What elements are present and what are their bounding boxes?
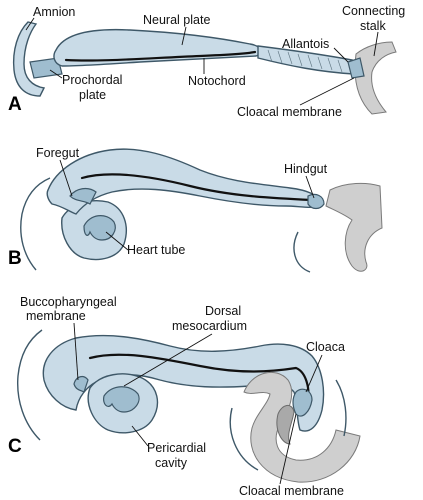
hindgut-b: [307, 193, 325, 210]
embryo-body-b: [46, 148, 323, 215]
heart-tube-c: [103, 386, 140, 413]
label-prochordal-plate-1: Prochordal: [62, 73, 122, 87]
amnion-left-c: [17, 329, 43, 441]
label-buccopharyngeal-1: Buccopharyngeal: [20, 295, 117, 309]
label-heart-tube: Heart tube: [127, 243, 185, 257]
label-notochord: Notochord: [188, 74, 246, 88]
amnion-bottom-c: [229, 407, 259, 471]
label-cloacal-membrane-a: Cloacal membrane: [237, 105, 342, 119]
buccopharyngeal-membrane-c: [73, 375, 89, 393]
label-connecting-stalk-2: stalk: [360, 19, 386, 33]
panel-a: A Amnion Neural plate Connecting stalk A…: [8, 4, 405, 119]
label-neural-plate: Neural plate: [143, 13, 210, 27]
panel-c: C Buccopharyngeal membrane Dorsal mesoca…: [8, 295, 361, 498]
label-dorsal-mesocardium-2: mesocardium: [172, 319, 247, 333]
notochord-c: [88, 353, 310, 404]
label-cloaca: Cloaca: [306, 340, 345, 354]
connecting-stalk-b: [325, 182, 383, 272]
amnion-right-c: [335, 379, 347, 437]
label-cloacal-membrane-c: Cloacal membrane: [239, 484, 344, 498]
foregut-b: [69, 187, 97, 205]
notochord-b: [80, 173, 314, 202]
cloaca-c: [292, 388, 313, 417]
amnion-right-b: [293, 231, 311, 273]
amnion-left-b: [20, 177, 51, 271]
label-foregut: Foregut: [36, 146, 80, 160]
panel-label-a: A: [8, 94, 22, 115]
label-pericardial-cavity-1: Pericardial: [147, 441, 206, 455]
label-buccopharyngeal-2: membrane: [26, 309, 86, 323]
label-prochordal-plate-2: plate: [79, 88, 106, 102]
neural-plate-shape: [53, 28, 262, 67]
cloacal-membrane-a: [347, 57, 365, 79]
label-pericardial-cavity-2: cavity: [155, 456, 188, 470]
panel-label-c: C: [8, 436, 22, 457]
label-allantois: Allantois: [282, 37, 329, 51]
panel-b: B Foregut Hindgut Heart tube: [8, 146, 383, 273]
connecting-stalk-c-inner: [276, 405, 295, 445]
allantois-hatching: [267, 49, 343, 73]
label-connecting-stalk-1: Connecting: [342, 4, 405, 18]
label-dorsal-mesocardium-1: Dorsal: [205, 304, 241, 318]
label-hindgut: Hindgut: [284, 162, 328, 176]
connecting-stalk-c: [243, 371, 361, 483]
panel-label-b: B: [8, 248, 22, 269]
notochord-a: [64, 50, 257, 62]
label-amnion: Amnion: [33, 5, 75, 19]
amnion-left: [12, 21, 46, 97]
connecting-stalk: [354, 41, 397, 115]
heart-tube-b: [83, 215, 116, 241]
